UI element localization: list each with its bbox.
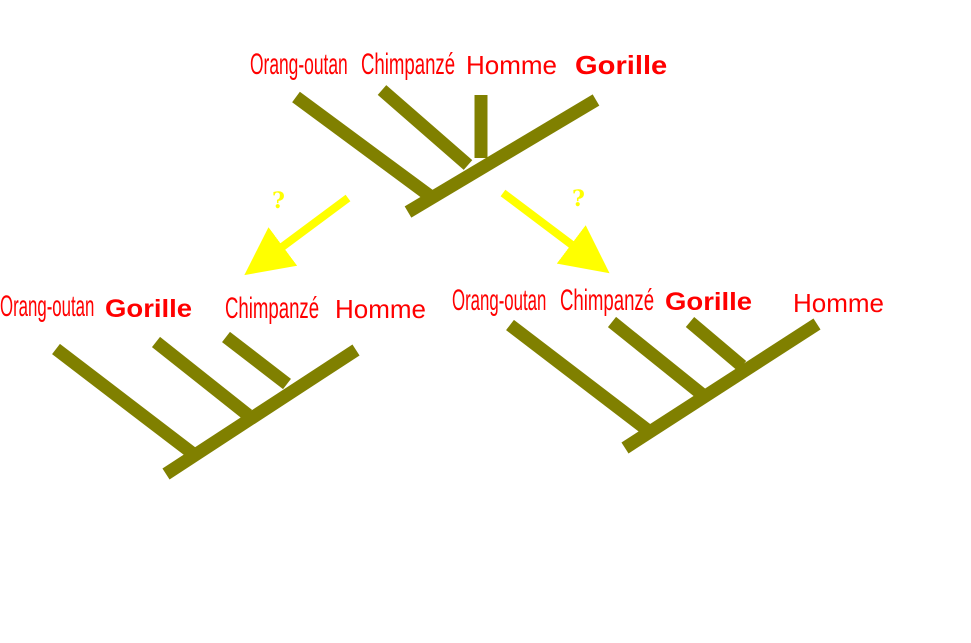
top-label-gorille: Gorille xyxy=(575,50,668,80)
left-label-gorille: Gorille xyxy=(105,295,193,323)
right-label-chimpanze: Chimpanzé xyxy=(560,284,655,317)
left-label-homme: Homme xyxy=(335,294,427,324)
left-tree-branch-chimpanze xyxy=(222,331,291,390)
top-label-homme: Homme xyxy=(466,50,558,80)
right-label-orang-outan: Orang-outan xyxy=(452,284,547,317)
right-label-homme: Homme xyxy=(793,288,885,318)
top-tree-branch-chimpanze xyxy=(377,85,473,170)
left-label-orang-outan: Orang-outan xyxy=(0,290,95,323)
top-tree-branch-orang-outan xyxy=(292,91,434,202)
left-tree-branch-orang-outan xyxy=(52,343,200,462)
arrows xyxy=(244,189,610,276)
right-label-gorille: Gorille xyxy=(665,288,753,316)
right-tree-branch-orang-outan xyxy=(506,319,654,438)
right-arrow xyxy=(500,189,610,274)
top-tree-trunk xyxy=(404,94,600,218)
right-tree-branch-gorille xyxy=(685,317,747,371)
top-label-chimpanze: Chimpanzé xyxy=(361,48,456,81)
right-question-mark: ? xyxy=(572,186,585,212)
left-label-chimpanze: Chimpanzé xyxy=(225,292,320,325)
left-arrow xyxy=(244,194,351,276)
right-tree-trunk xyxy=(621,318,821,454)
right-tree xyxy=(506,316,821,454)
top-tree xyxy=(292,85,600,218)
left-tree xyxy=(52,331,360,480)
right-tree-branch-chimpanze xyxy=(607,316,709,402)
left-tree-branch-gorille xyxy=(151,336,253,421)
left-question-mark: ? xyxy=(272,188,285,214)
top-label-orang-outan: Orang-outan xyxy=(250,48,348,81)
